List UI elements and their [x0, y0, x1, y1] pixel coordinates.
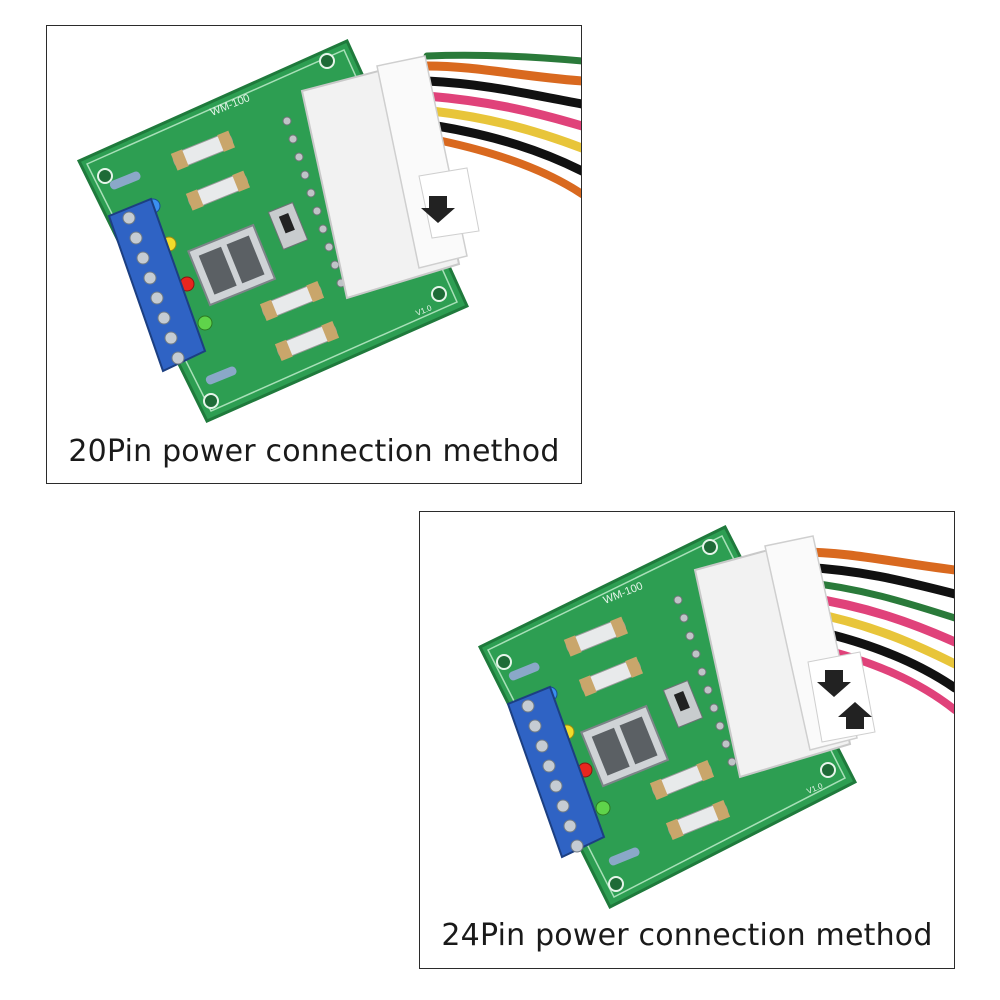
board-photo-24pin: WM-100 V1.0	[477, 525, 954, 910]
fuses	[563, 616, 731, 840]
arrow-down-icon	[817, 670, 851, 697]
arrow-down-icon	[421, 196, 455, 223]
power-switch	[267, 201, 309, 251]
terminal-block	[107, 197, 207, 373]
resistors	[508, 662, 640, 866]
wire-bundle	[422, 51, 581, 198]
board-photo-20pin: WM-100 V1.0	[76, 39, 581, 423]
photo-panel-24pin: WM-100 V1.0	[419, 511, 955, 969]
usb-ports	[187, 223, 277, 307]
caption-24pin: 24Pin power connection method	[441, 918, 933, 953]
terminal-block	[506, 685, 606, 859]
atx-header-pins	[673, 595, 737, 767]
power-switch	[662, 679, 704, 729]
caption-20pin: 20Pin power connection method	[68, 434, 560, 469]
photo-panel-20pin: WM-100 V1.0	[46, 25, 582, 484]
fuses	[170, 130, 340, 361]
arrow-up-icon	[838, 702, 872, 729]
usb-ports	[580, 704, 670, 788]
resistors	[109, 171, 237, 385]
